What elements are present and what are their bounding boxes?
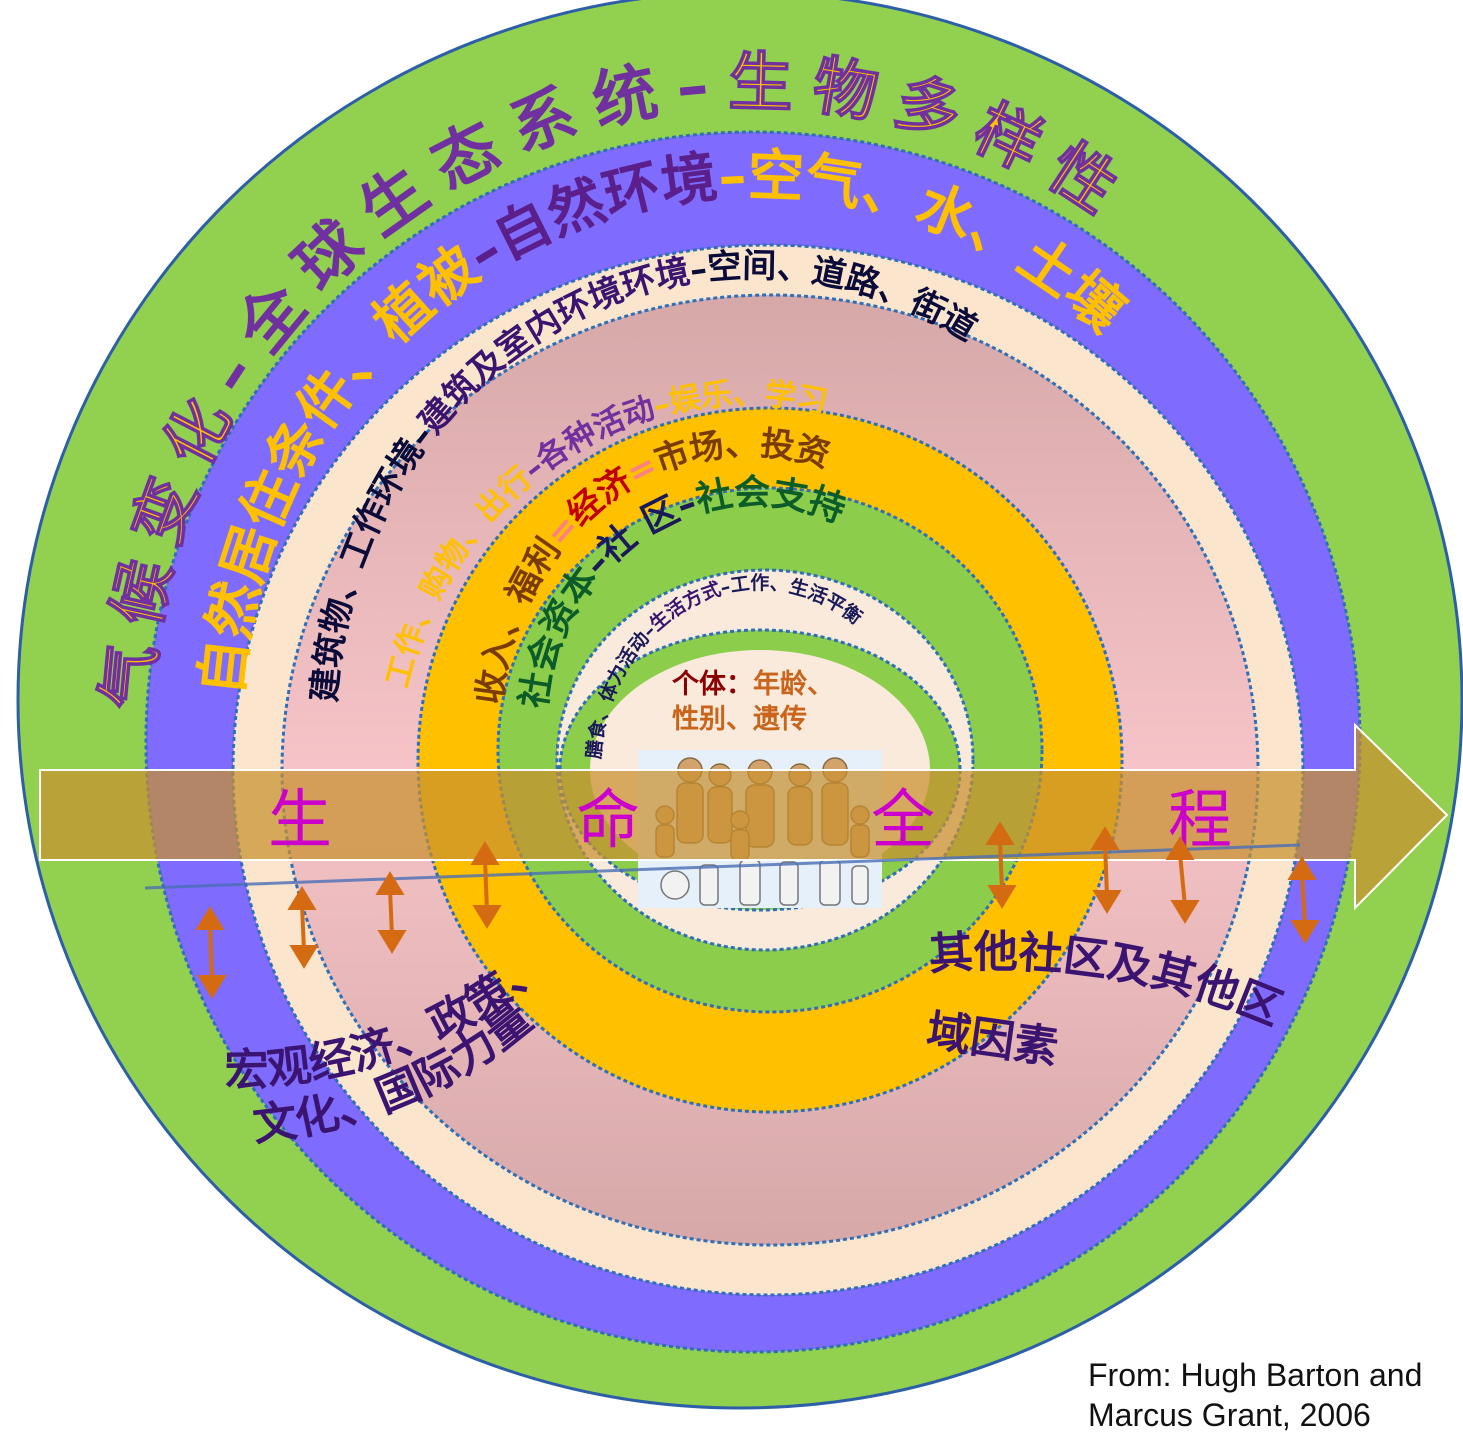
core-line-2: 性别、遗传 <box>672 704 807 735</box>
source-citation: From: Hugh Barton and Marcus Grant, 2006 <box>1088 1355 1460 1435</box>
arrow-head-up <box>375 871 405 895</box>
citation-line-1: From: Hugh Barton and <box>1088 1357 1423 1393</box>
arrow-head-up <box>1287 856 1317 880</box>
two-way-arrow-shaft <box>1300 873 1307 927</box>
two-way-arrows <box>195 821 1320 999</box>
life-char-1: 生 <box>268 784 332 858</box>
arrow-head-up <box>1165 836 1195 860</box>
core-line-1: 个体：年龄、 <box>672 668 834 700</box>
two-way-arrow-shaft <box>208 923 214 982</box>
arrow-head-down <box>1290 920 1320 944</box>
arrow-head-up <box>195 906 225 930</box>
arrow-head-down <box>987 885 1017 909</box>
arrow-head-up <box>985 821 1015 845</box>
arrow-head-down <box>289 945 319 969</box>
two-way-arrow-shaft <box>1178 853 1187 907</box>
two-way-arrow-shaft <box>998 838 1004 892</box>
arrow-head-up <box>287 886 317 910</box>
two-way-arrow-shaft <box>388 888 394 937</box>
two-way-arrow-shaft <box>1103 843 1109 897</box>
life-char-3: 全 <box>871 784 935 858</box>
two-way-arrow-shaft <box>300 903 306 952</box>
arrow-head-down <box>377 930 407 954</box>
citation-line-2: Marcus Grant, 2006 <box>1088 1397 1371 1433</box>
arrow-head-up <box>470 841 500 865</box>
arrow-head-down <box>472 905 502 929</box>
life-course-arrow: 生 命 全 程 <box>39 722 1449 911</box>
arrow-head-down <box>1170 900 1200 924</box>
arrow-head-up <box>1090 826 1120 850</box>
life-char-2: 命 <box>576 784 640 858</box>
two-way-arrow-shaft <box>483 858 489 912</box>
core-labels: 个体：年龄、 性别、遗传 <box>672 668 834 735</box>
arrow-head-down <box>1092 890 1122 914</box>
arrow-head-down <box>197 975 227 999</box>
